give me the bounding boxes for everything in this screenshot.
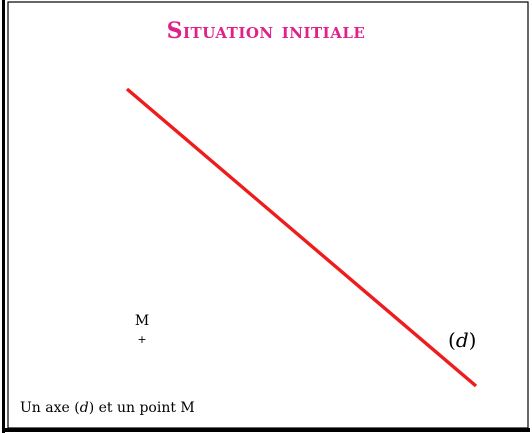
frame-shadow-left bbox=[2, 0, 5, 433]
point-m-marker: + bbox=[137, 333, 146, 346]
figure-title: Situation initiale bbox=[166, 18, 366, 44]
axis-d-label-name: d bbox=[456, 328, 469, 352]
figure-caption: Un axe (d) et un point M bbox=[20, 400, 195, 416]
axis-d-label-close: ) bbox=[469, 328, 477, 352]
point-m-label: M bbox=[135, 313, 149, 329]
axis-d-label: (d) bbox=[448, 328, 476, 352]
axis-d-label-open: ( bbox=[448, 328, 456, 352]
frame-shadow-bottom bbox=[2, 428, 530, 432]
axis-d-line bbox=[125, 87, 478, 388]
caption-axis-name: d bbox=[79, 400, 89, 416]
caption-prefix: Un axe ( bbox=[20, 400, 80, 416]
caption-suffix: ) et un point M bbox=[88, 400, 195, 416]
